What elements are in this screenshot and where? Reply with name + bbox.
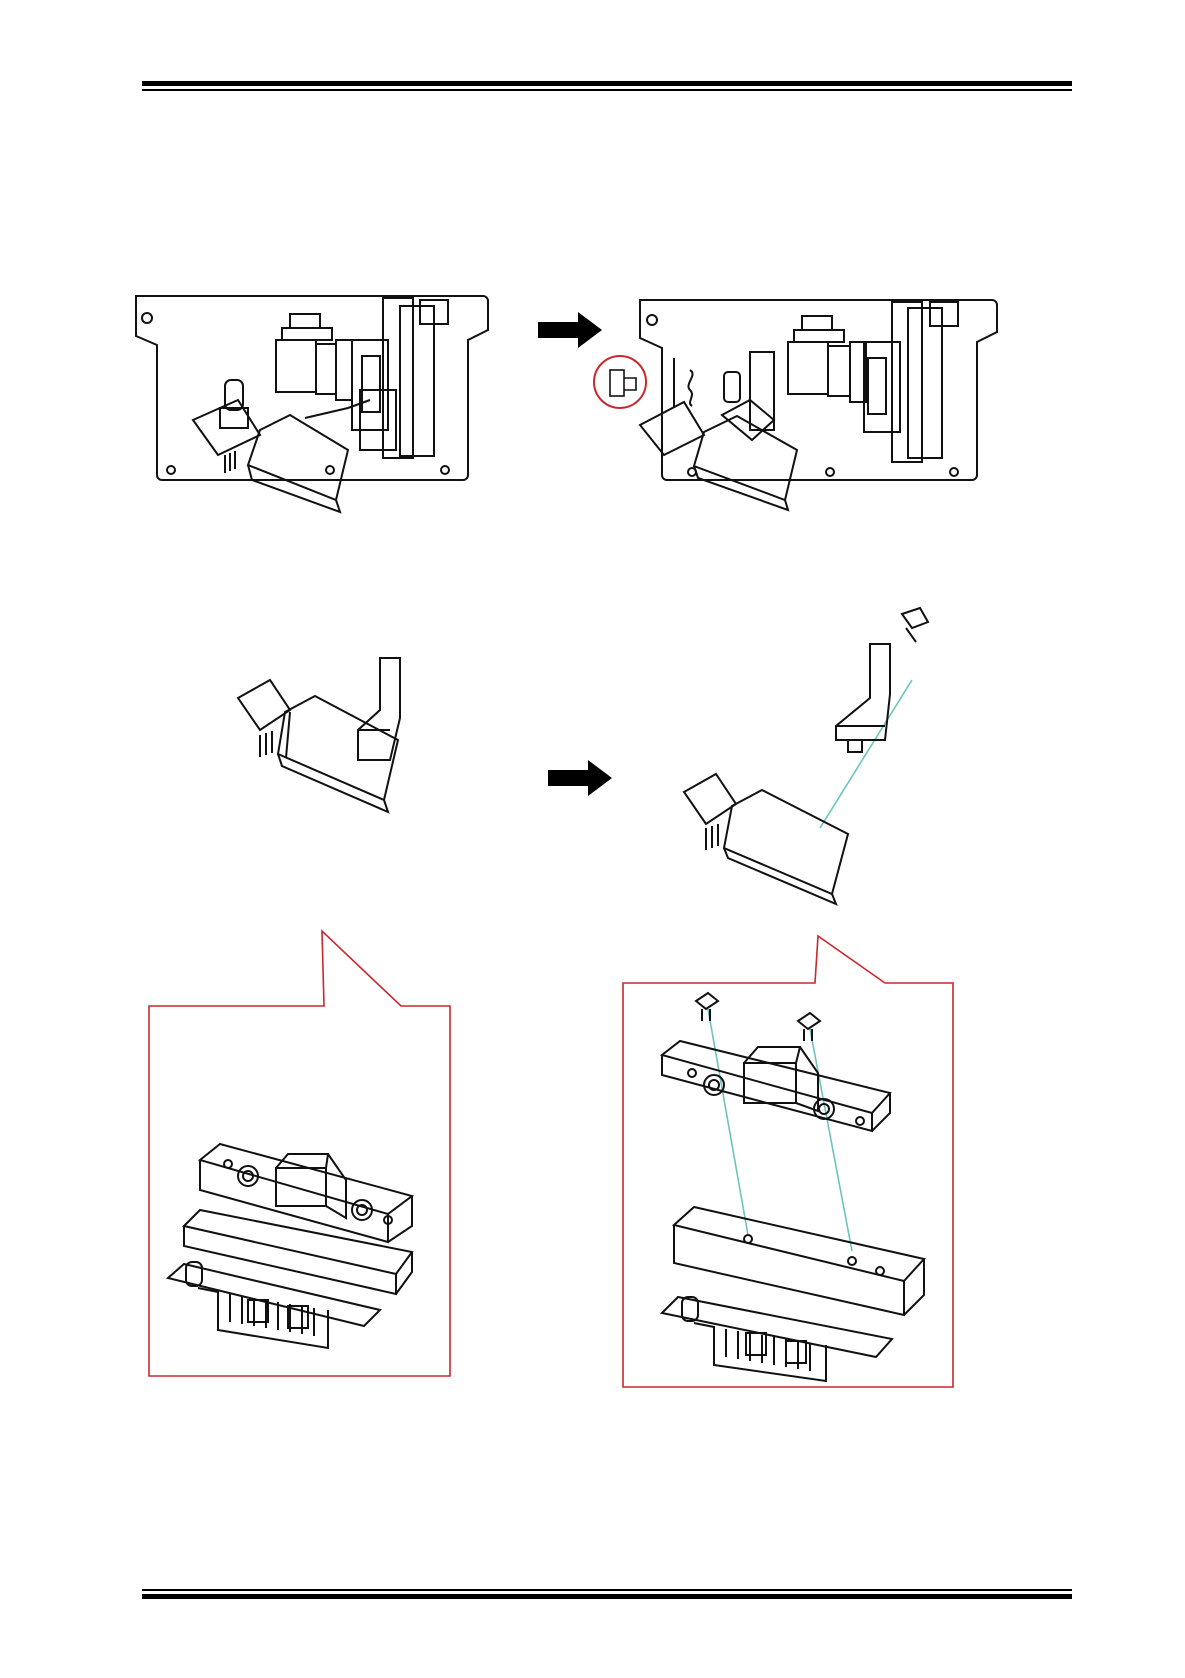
header-rule xyxy=(142,81,1072,91)
filament-cutter-assembly-icon xyxy=(130,290,500,520)
cutter-blade-holder-icon xyxy=(148,930,458,1380)
cutter-module-icon xyxy=(230,650,430,850)
cutter-disassembled-icon xyxy=(592,290,1012,520)
footer-rule xyxy=(142,1589,1072,1599)
arrow-right-icon xyxy=(548,760,612,796)
cutter-module-exploded-icon xyxy=(680,608,950,908)
cutter-blade-holder-exploded-icon xyxy=(622,935,952,1395)
